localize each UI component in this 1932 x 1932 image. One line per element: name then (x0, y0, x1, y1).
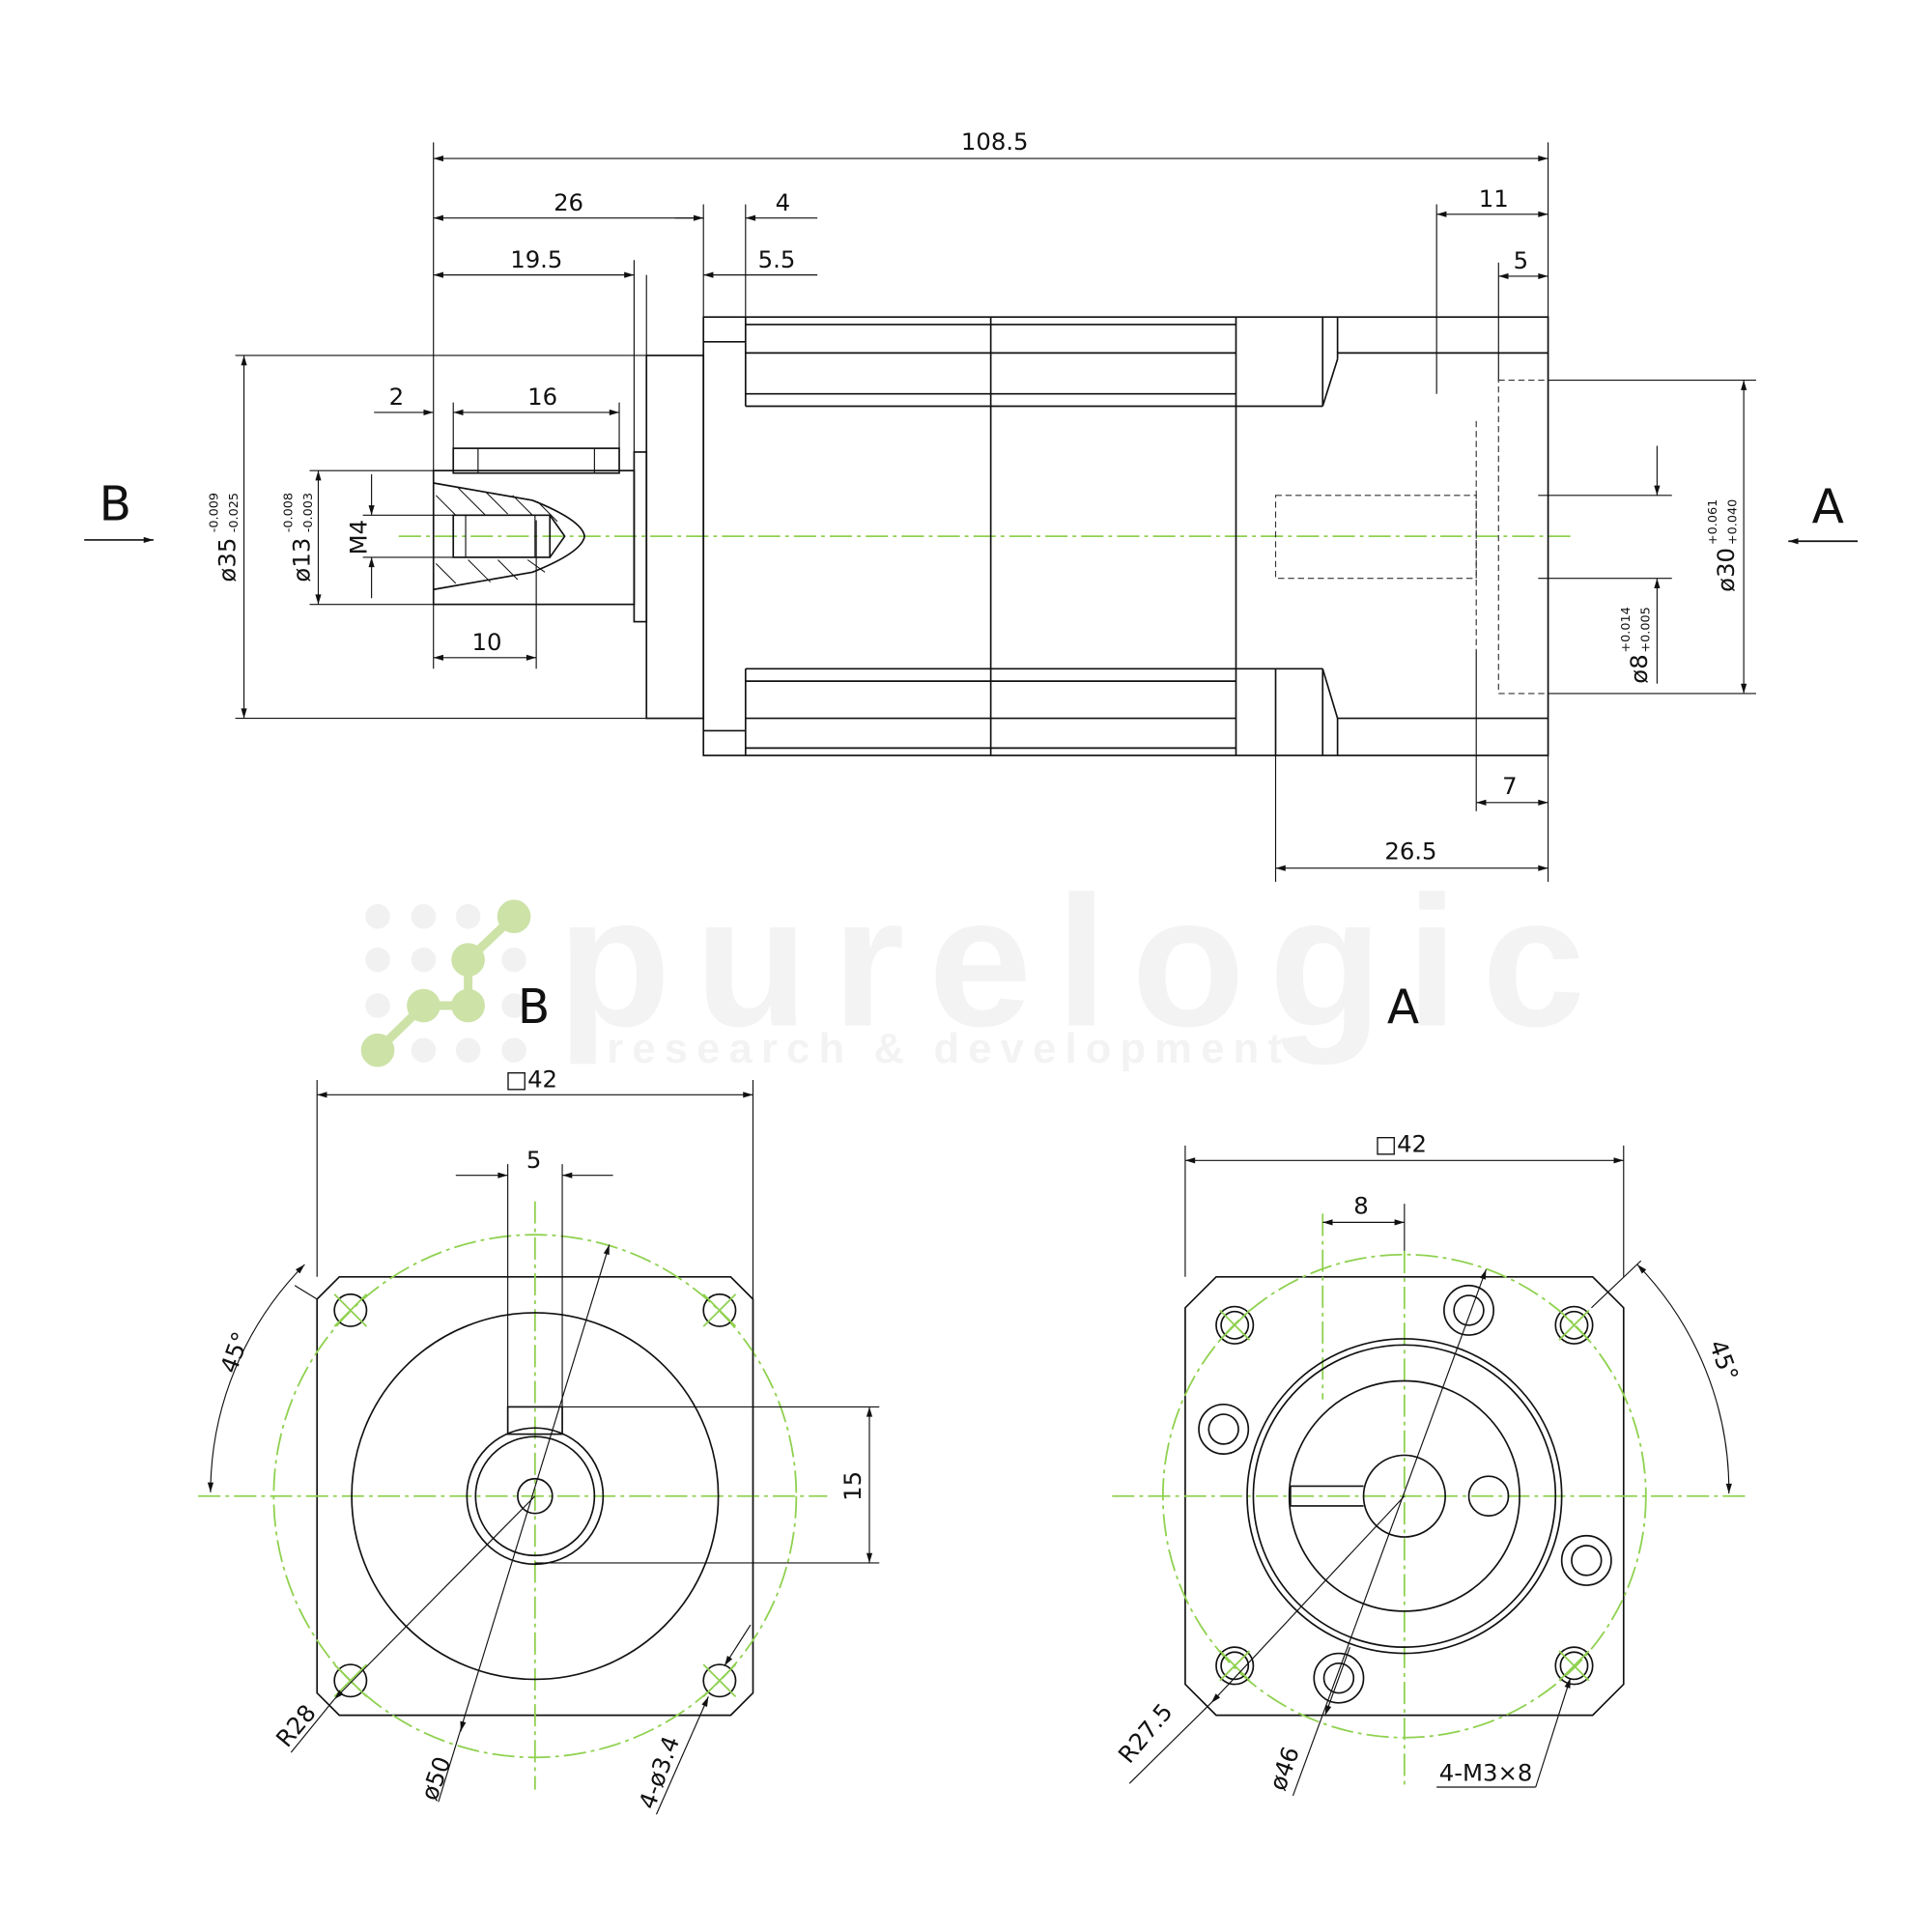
dim-4: 4 (776, 188, 791, 216)
svg-text:-0.008: -0.008 (282, 493, 297, 532)
view-a-holes: 4-M3×8 (1439, 1759, 1533, 1787)
svg-text:-0.009: -0.009 (208, 493, 222, 532)
svg-text:-0.025: -0.025 (227, 493, 242, 532)
svg-text:ø30: ø30 (1712, 548, 1740, 592)
dim-5: 5 (1514, 246, 1529, 274)
center-drill-section (433, 482, 585, 591)
watermark-brand: purelogic (557, 858, 1585, 1065)
svg-text:+0.014: +0.014 (1619, 607, 1634, 652)
svg-text:ø13: ø13 (288, 538, 316, 582)
dim-10: 10 (471, 628, 501, 656)
view-a-bolt-holes (1198, 1284, 1612, 1704)
view-b-title: B (518, 980, 550, 1035)
view-a-marker: A (1812, 480, 1844, 534)
dimension-lines (241, 156, 1747, 871)
svg-text:+0.005: +0.005 (1639, 607, 1654, 652)
dim-m4: M4 (344, 520, 372, 555)
dim-16: 16 (527, 383, 557, 411)
svg-text:+0.061: +0.061 (1706, 499, 1720, 545)
view-b-flange (316, 1275, 754, 1717)
dia-35: ø35 -0.009 -0.025 (208, 493, 242, 582)
dim-11: 11 (1479, 185, 1509, 213)
side-view: B A (84, 128, 1859, 882)
dim-overall-length: 108.5 (961, 128, 1029, 156)
view-b: B □42 5 (198, 980, 880, 1815)
shaft-key (452, 447, 620, 474)
view-b-key-width: 5 (526, 1146, 542, 1174)
dia-13: ø13 -0.008 -0.003 (282, 493, 317, 582)
svg-text:ø35: ø35 (213, 538, 242, 582)
svg-text:-0.003: -0.003 (301, 493, 316, 532)
view-a-title: A (1387, 980, 1419, 1035)
dim-7: 7 (1502, 772, 1518, 800)
view-b-pcd: ø50 (415, 1752, 457, 1804)
view-b-marker: B (99, 477, 131, 531)
view-a-radius: R27.5 (1113, 1698, 1179, 1769)
view-b-square-dim: □42 (505, 1065, 557, 1094)
view-a-pcd: ø46 (1264, 1743, 1305, 1794)
view-a-flange (1184, 1275, 1625, 1717)
view-b-angle: 45° (214, 1328, 255, 1377)
view-a-thread-holes (1215, 1305, 1594, 1686)
watermark-logo: purelogic research & development (360, 858, 1585, 1072)
view-a-offset: 8 (1353, 1191, 1368, 1219)
view-a: A (1112, 980, 1747, 1797)
watermark-tagline: research & development (607, 1026, 1282, 1072)
m4-thread (452, 514, 552, 558)
view-a-square-dim: □42 (1375, 1129, 1427, 1157)
dim-26: 26 (554, 188, 583, 216)
view-b-radius: R28 (270, 1699, 322, 1752)
dia-8: ø8 +0.014 +0.005 (1619, 607, 1654, 683)
dia-30: ø30 +0.061 +0.040 (1706, 499, 1741, 592)
view-b-holes: 4-ø3.4 (633, 1732, 685, 1812)
dim-19-5: 19.5 (510, 245, 562, 273)
svg-text:ø8: ø8 (1625, 654, 1653, 683)
dim-26-5: 26.5 (1384, 838, 1436, 866)
view-b-mount-holes (333, 1293, 737, 1698)
dim-2: 2 (389, 383, 404, 411)
dim-5-5: 5.5 (758, 245, 796, 273)
svg-text:+0.040: +0.040 (1725, 499, 1740, 545)
view-a-angle: 45° (1704, 1336, 1745, 1384)
view-b-key-height: 15 (838, 1471, 867, 1501)
